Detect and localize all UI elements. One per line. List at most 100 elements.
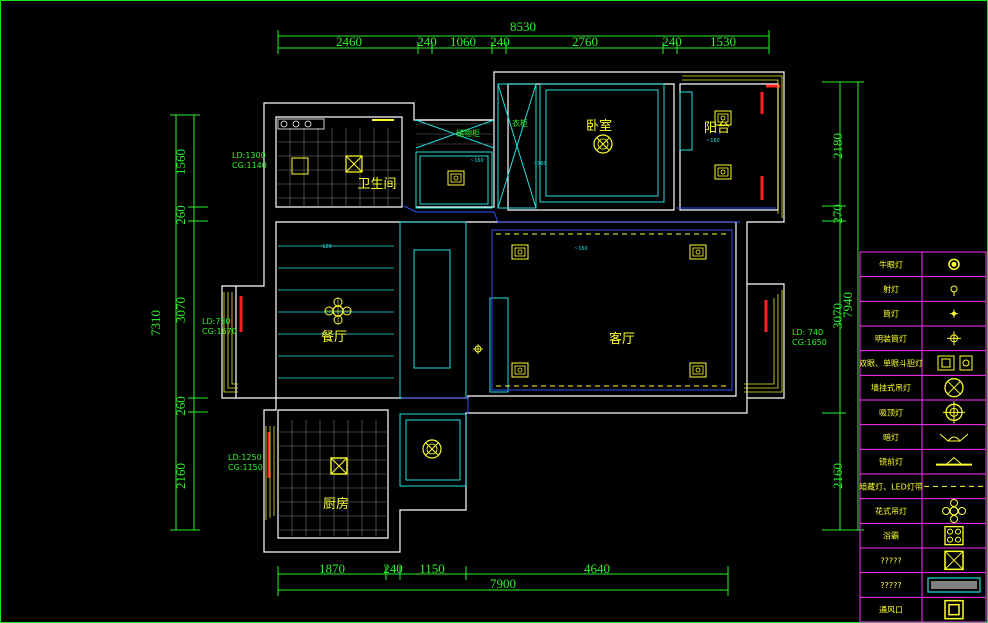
cabinets xyxy=(399,83,693,487)
dim-right-4: 2160 xyxy=(830,463,845,489)
dimension-bottom xyxy=(277,566,729,596)
strip-grille-icon xyxy=(927,577,981,593)
exhaust-fan-icon xyxy=(944,550,964,571)
legend-label: ????? xyxy=(880,581,901,590)
legend-label: 射灯 xyxy=(883,284,899,294)
room-dining: 餐厅 xyxy=(321,329,347,345)
downlight-icon xyxy=(950,309,958,318)
concealed-lamp-icon xyxy=(939,433,969,442)
ceiling-outlines xyxy=(402,205,776,414)
bedroom-ceiling-lamp-icon xyxy=(593,134,613,154)
dim-top-6: 240 xyxy=(662,34,682,49)
dining-ceiling-lines xyxy=(278,245,394,379)
note-dining-cg: CG:1670 xyxy=(202,327,237,336)
legend-label: 牛眼灯 xyxy=(879,259,903,269)
note-kitchen-ld: LD:1250 xyxy=(228,453,262,462)
note-dining-ld: LD:730 xyxy=(202,317,231,326)
dim-top-2: 240 xyxy=(417,34,437,49)
dim-left-total: 7310 xyxy=(148,310,163,336)
living-grille-lamp-2-icon xyxy=(689,244,707,260)
dim-left-4: 260 xyxy=(173,396,188,416)
mirror-lamp-icon xyxy=(936,457,972,466)
chandelier-icon xyxy=(942,499,966,523)
dim-left-1: 1560 xyxy=(173,149,188,175)
dim-left-2: 260 xyxy=(173,205,188,225)
dim-bottom-4: 4640 xyxy=(584,561,610,576)
corridor-grid xyxy=(416,123,494,145)
bathroom-fixtures xyxy=(291,119,394,175)
dimension-top xyxy=(277,30,770,54)
room-kitchen: 厨房 xyxy=(323,496,349,512)
exhaust-fan-icon xyxy=(345,155,363,173)
legend-label: 明装筒灯 xyxy=(875,333,907,343)
grille-lamp-icon xyxy=(937,355,973,371)
legend-label: 暗灯 xyxy=(883,432,899,442)
wall-pendant-icon xyxy=(944,378,964,398)
surface-downlight-icon xyxy=(947,331,961,346)
kitchen-light-icon xyxy=(330,457,348,475)
living-grille-lamp-3-icon xyxy=(511,362,529,378)
curtains xyxy=(239,84,780,478)
dim-left-3: 3070 xyxy=(173,297,188,323)
bath-heater-icon xyxy=(944,526,964,546)
room-bathroom: 卫生间 xyxy=(357,177,396,192)
dim-top-total: 8530 xyxy=(510,19,536,34)
bathroom-sink xyxy=(277,118,325,130)
dimension-left xyxy=(170,114,208,531)
label-wardrobe: 衣柜 xyxy=(512,118,528,128)
legend-label: 筒灯 xyxy=(883,309,899,319)
living-grille-lamp-4-icon xyxy=(689,362,707,378)
note-wardrobe: ~160 xyxy=(533,161,547,167)
note-living-ld: LD: 740 xyxy=(792,328,823,337)
note-balcony: ~160 xyxy=(706,138,720,144)
bathroom-tile-grid xyxy=(278,128,400,206)
dim-bottom-2: 240 xyxy=(383,561,403,576)
legend-label: 花式吊灯 xyxy=(875,506,907,516)
dim-right-2: 270 xyxy=(830,204,845,224)
ceiling-lamp-icon xyxy=(943,401,965,424)
room-bedroom: 卧室 xyxy=(586,118,612,134)
legend-table xyxy=(859,251,987,623)
legend-label: 双眼、单眼斗胆灯 xyxy=(859,358,923,368)
window-bays xyxy=(223,75,783,520)
dim-right-3: 3070 xyxy=(830,303,845,329)
note-closet: ~160 xyxy=(470,158,484,164)
legend-label: 墙挂式吊灯 xyxy=(871,383,911,393)
note-kitchen-cg: CG:1150 xyxy=(228,463,263,472)
room-balcony: 阳台 xyxy=(704,121,730,136)
living-downlight-icon xyxy=(472,343,484,355)
dim-bottom-3: 1150 xyxy=(419,561,445,576)
dim-bottom-1: 1870 xyxy=(319,561,345,576)
dim-left-5: 2160 xyxy=(173,463,188,489)
dim-top-3: 1060 xyxy=(450,34,476,49)
dim-bottom-total: 7900 xyxy=(490,576,516,591)
kitchen-tile-grid xyxy=(278,420,386,536)
legend-label: 暗藏灯、LED灯带 xyxy=(859,481,923,491)
living-grille-lamp-1-icon xyxy=(511,244,529,260)
legend-label: ????? xyxy=(880,556,901,565)
spotlight-icon xyxy=(950,285,958,296)
closet-grille-lamp-icon xyxy=(447,170,465,186)
dimension-right xyxy=(822,81,864,531)
legend-rows: 牛眼灯射灯筒灯明装筒灯双眼、单眼斗胆灯墙挂式吊灯吸顶灯暗灯镜前灯暗藏灯、LED灯… xyxy=(859,258,986,620)
room-living: 客厅 xyxy=(609,331,635,347)
dim-top-5: 2760 xyxy=(572,34,598,49)
dim-top-4: 240 xyxy=(490,34,510,49)
legend-label: 吸顶灯 xyxy=(879,407,903,417)
bath-heater-icon xyxy=(291,157,309,175)
vent-icon xyxy=(944,599,964,620)
note-bath-ld: LD:1300 xyxy=(232,151,266,160)
dim-top-7: 1530 xyxy=(710,34,736,49)
legend-label: 镜前灯 xyxy=(879,457,903,467)
led-strips xyxy=(496,233,728,387)
dining-chandelier-icon xyxy=(324,297,352,325)
note-bath-cg: CG:1140 xyxy=(232,161,267,170)
legend-label: 通风口 xyxy=(879,605,903,615)
balcony-grille-lamp-2-icon xyxy=(714,164,732,180)
label-shoe-cabinet: 储物柜 xyxy=(456,128,480,138)
note-living-cg: CG:1650 xyxy=(792,338,827,347)
dim-right-total: 7940 xyxy=(840,292,855,318)
note-living: ~160 xyxy=(574,246,588,252)
dim-top-1: 2460 xyxy=(336,34,362,49)
